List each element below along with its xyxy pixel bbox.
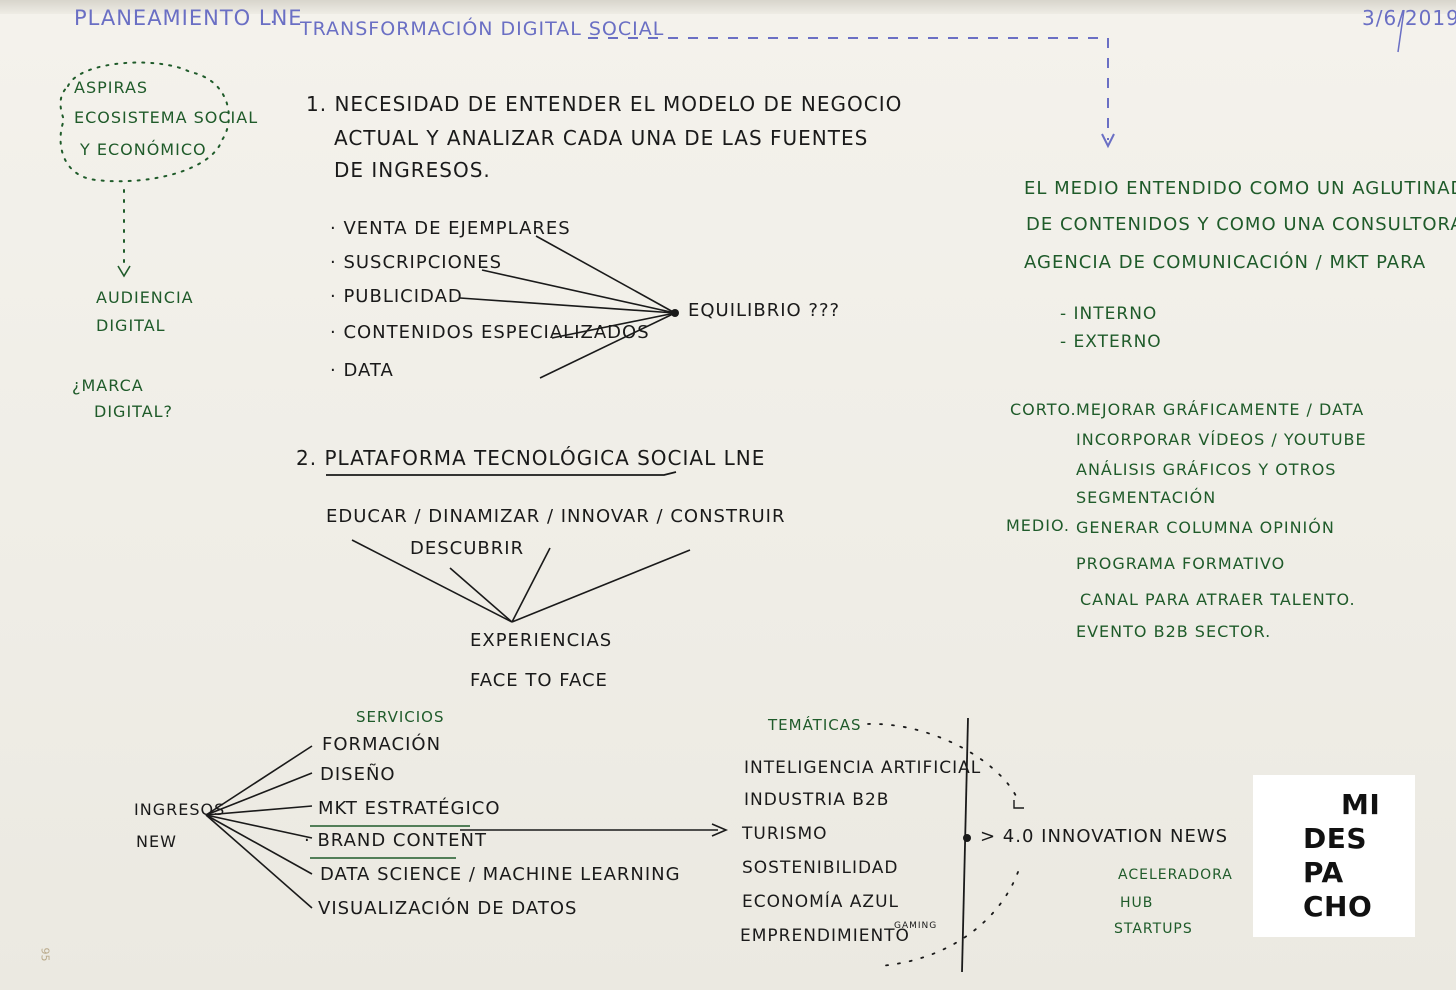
header-separator: · — [270, 12, 277, 33]
equilibrio-node — [671, 309, 679, 317]
logo-line-2: DES — [1303, 822, 1368, 855]
innovation-news: > 4.0 INNOVATION NEWS — [980, 826, 1229, 847]
new-income-line-2: NEW — [136, 832, 177, 851]
topics-label: TEMÁTICAS — [768, 716, 862, 734]
short-term-label: CORTO. — [1010, 400, 1077, 419]
audience-line-1: AUDIENCIA — [96, 288, 194, 307]
cloud-outline — [59, 61, 230, 183]
service-item-5: DATA SCIENCE / MACHINE LEARNING — [320, 864, 681, 885]
topic-item-1: INTELIGENCIA ARTIFICIAL — [744, 758, 982, 778]
header-title-left: PLANEAMIENTO LNE — [74, 6, 303, 30]
topic-item-6: EMPRENDIMIENTO — [740, 926, 910, 946]
short-term-item-4: SEGMENTACIÓN — [1076, 488, 1217, 507]
revenue-item-4: · CONTENIDOS ESPECIALIZADOS — [330, 322, 650, 343]
medium-term-label: MEDIO. — [1006, 516, 1070, 535]
medium-term-item-2: PROGRAMA FORMATIVO — [1076, 554, 1286, 573]
section1-heading-2: ACTUAL Y ANALIZAR CADA UNA DE LAS FUENTE… — [334, 126, 869, 150]
cloud-line-2: ECOSISTEMA SOCIAL — [74, 108, 259, 127]
section2-heading: 2. PLATAFORMA TECNOLÓGICA SOCIAL LNE — [296, 446, 766, 470]
topic-note: GAMING — [894, 921, 938, 931]
media-line-2: DE CONTENIDOS Y COMO UNA CONSULTORA — [1026, 214, 1456, 235]
audience-line-2: DIGITAL — [96, 316, 166, 335]
target-external: - EXTERNO — [1060, 332, 1162, 352]
target-internal: - INTERNO — [1060, 304, 1158, 324]
experiences-line-2: FACE TO FACE — [470, 670, 608, 691]
media-line-3: AGENCIA DE COMUNICACIÓN / MKT PARA — [1024, 252, 1427, 273]
topics-divider — [961, 717, 969, 973]
cloud-line-3: Y ECONÓMICO — [80, 140, 207, 159]
revenue-item-5: · DATA — [330, 360, 394, 381]
topic-item-3: TURISMO — [742, 824, 828, 844]
header-title-right: TRANSFORMACIÓN DIGITAL SOCIAL — [300, 18, 665, 40]
equilibrio-label: EQUILIBRIO ??? — [688, 300, 841, 321]
brand-line-2: DIGITAL? — [94, 402, 174, 421]
service-item-6: VISUALIZACIÓN DE DATOS — [318, 898, 578, 919]
innovation-sub-2: HUB — [1120, 895, 1154, 911]
new-income-line-1: INGRESOS — [134, 800, 226, 819]
topic-item-4: SOSTENIBILIDAD — [742, 858, 899, 878]
short-term-item-3: ANÁLISIS GRÁFICOS Y OTROS — [1076, 460, 1337, 479]
medium-term-item-4: EVENTO B2B SECTOR. — [1076, 622, 1272, 641]
logo-line-4: CHO — [1303, 890, 1373, 923]
innovation-sub-1: ACELERADORA — [1118, 867, 1233, 883]
revenue-item-1: · VENTA DE EJEMPLARES — [330, 218, 571, 239]
medium-term-item-3: CANAL PARA ATRAER TALENTO. — [1080, 590, 1356, 609]
topic-item-2: INDUSTRIA B2B — [744, 790, 890, 810]
date-slash — [1397, 9, 1405, 53]
short-term-item-1: MEJORAR GRÁFICAMENTE / DATA — [1076, 400, 1365, 419]
services-label: SERVICIOS — [356, 708, 445, 726]
platform-underline — [326, 471, 677, 476]
notebook-binding — [0, 0, 1456, 14]
logo-line-1: MI — [1341, 788, 1381, 821]
service-item-2: DISEÑO — [320, 764, 396, 785]
short-term-item-2: INCORPORAR VÍDEOS / YOUTUBE — [1076, 430, 1367, 449]
experiences-line-1: EXPERIENCIAS — [470, 630, 613, 651]
service-item-1: FORMACIÓN — [322, 734, 442, 755]
innovation-sub-3: STARTUPS — [1114, 921, 1193, 937]
section1-heading-3: DE INGRESOS. — [334, 158, 491, 182]
page-number: 95 — [38, 947, 52, 962]
media-line-1: EL MEDIO ENTENDIDO COMO UN AGLUTINADOR — [1024, 178, 1456, 199]
header-arrow-head — [1101, 133, 1115, 149]
revenue-item-2: · SUSCRIPCIONES — [330, 252, 503, 273]
topic-item-5: ECONOMÍA AZUL — [742, 892, 899, 912]
section2-verbs-2: DESCUBRIR — [410, 538, 525, 559]
logo-line-3: PA — [1303, 856, 1344, 889]
header-dashed-arrow — [588, 37, 1109, 140]
header-date: 3/6/2019 — [1362, 6, 1456, 30]
brand-line-1: ¿MARCA — [72, 376, 144, 395]
medium-term-item-1: GENERAR COLUMNA OPINIÓN — [1076, 518, 1335, 537]
cloud-line-1: ASPIRAS — [74, 78, 149, 97]
midespacho-logo: MI DES PA CHO — [1253, 775, 1415, 937]
revenue-item-3: · PUBLICIDAD — [330, 286, 463, 307]
service-item-3: MKT ESTRATÉGICO — [318, 798, 501, 819]
section1-heading-1: 1. NECESIDAD DE ENTENDER EL MODELO DE NE… — [306, 92, 903, 116]
section2-verbs: EDUCAR / DINAMIZAR / INNOVAR / CONSTRUIR — [326, 506, 786, 527]
service-item-4: · BRAND CONTENT — [304, 830, 487, 851]
cloud-connector-head — [117, 265, 131, 278]
